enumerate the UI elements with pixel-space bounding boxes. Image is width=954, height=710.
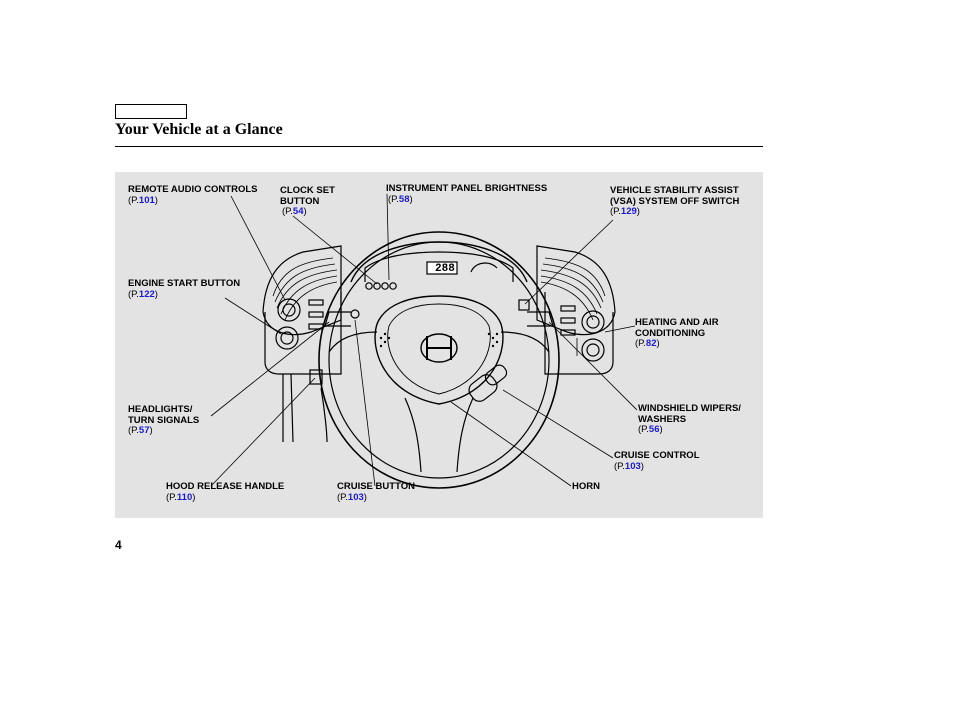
callout-hood-release: HOOD RELEASE HANDLE (P.110) xyxy=(166,481,285,503)
callout-cruise-button: CRUISE BUTTON (P.103) xyxy=(337,481,415,503)
steering-wheel-hub xyxy=(374,295,504,405)
page-title: Your Vehicle at a Glance xyxy=(115,121,283,138)
page-ref: (P.122) xyxy=(128,288,158,300)
page-ref-link[interactable]: 58 xyxy=(398,193,410,205)
page-ref-link[interactable]: 110 xyxy=(176,491,193,503)
callout-label: CRUISE BUTTON xyxy=(337,481,415,492)
page-ref-link[interactable]: 54 xyxy=(292,206,304,217)
callout-engine-start: ENGINE START BUTTON (P.122) xyxy=(128,278,241,300)
callout-label: CONDITIONING xyxy=(635,327,706,339)
callout-clock-set: CLOCK SET BUTTON (P.54) xyxy=(280,185,335,218)
page-ref-link[interactable]: 57 xyxy=(138,425,150,436)
page-ref: (P.110) xyxy=(166,491,196,503)
engine-start-button[interactable] xyxy=(275,326,299,350)
callout-label: HEATING AND AIR xyxy=(635,317,719,328)
callout-label: WINDSHIELD WIPERS/ xyxy=(638,403,741,414)
callout-vsa: VEHICLE STABILITY ASSIST (VSA) SYSTEM OF… xyxy=(610,185,740,218)
callout-label: CRUISE CONTROL xyxy=(614,450,700,461)
callout-label: REMOTE AUDIO CONTROLS xyxy=(128,184,258,195)
callout-wipers: WINDSHIELD WIPERS/ WASHERS (P.56) xyxy=(638,403,741,436)
clock-set-knob[interactable] xyxy=(389,282,397,290)
callout-heating: HEATING AND AIR CONDITIONING (P.82) xyxy=(635,317,719,350)
steering-wheel-rim xyxy=(318,231,560,489)
h-logo-icon xyxy=(426,336,452,360)
hood-release-handle[interactable] xyxy=(309,369,323,385)
left-side-vent xyxy=(262,245,342,336)
heating-knob-lower[interactable] xyxy=(581,338,605,362)
callout-label: INSTRUMENT PANEL BRIGHTNESS xyxy=(386,183,548,194)
callout-label: VEHICLE STABILITY ASSIST xyxy=(610,185,739,196)
digital-display-box xyxy=(426,261,458,275)
callout-headlights: HEADLIGHTS/ TURN SIGNALS (P.57) xyxy=(128,404,200,437)
vsa-off-switch[interactable] xyxy=(518,299,530,311)
page-ref: (P.57) xyxy=(128,425,153,436)
callout-horn: HORN xyxy=(572,481,600,493)
page-ref-link[interactable]: 103 xyxy=(624,460,641,472)
callout-label: HOOD RELEASE HANDLE xyxy=(166,481,285,492)
callout-cruise-control: CRUISE CONTROL (P.103) xyxy=(614,450,700,472)
page-ref: (P.103) xyxy=(337,491,367,503)
page-ref: (P.54) xyxy=(282,206,307,217)
callout-panel-brightness: INSTRUMENT PANEL BRIGHTNESS (P.58) xyxy=(386,183,548,205)
callout-label: (VSA) SYSTEM OFF SWITCH xyxy=(610,195,740,207)
page-ref: (P.58) xyxy=(388,193,413,205)
page-ref-link[interactable]: 103 xyxy=(347,491,364,503)
callout-label: ENGINE START BUTTON xyxy=(128,278,241,289)
page-number: 4 xyxy=(115,538,122,552)
page-ref-link[interactable]: 82 xyxy=(645,338,657,349)
wiper-stalk[interactable] xyxy=(527,311,554,327)
turn-signal-stalk[interactable] xyxy=(324,311,351,327)
page-ref-link[interactable]: 101 xyxy=(138,194,155,206)
right-side-vent xyxy=(536,245,616,336)
section-tab-box xyxy=(115,104,187,119)
remote-audio-knob[interactable] xyxy=(277,298,301,322)
heating-knob-upper[interactable] xyxy=(581,310,605,334)
callout-remote-audio: REMOTE AUDIO CONTROLS (P.101) xyxy=(128,184,258,206)
page-ref: (P.103) xyxy=(614,460,644,472)
dashboard-illustration: 288 xyxy=(210,193,638,489)
callout-label: WASHERS xyxy=(638,413,687,425)
callout-label: CLOCK SET xyxy=(280,185,335,196)
title-rule xyxy=(115,146,763,147)
page-ref: (P.82) xyxy=(635,338,660,349)
dashboard-figure: 288 REMOTE AUDIO CONTROLS (P.101) xyxy=(115,172,763,518)
callout-label: TURN SIGNALS xyxy=(128,414,200,426)
digital-display-readout: 288 xyxy=(435,263,455,275)
cruise-control-pad[interactable] xyxy=(466,372,500,405)
brightness-knob[interactable] xyxy=(365,282,373,290)
callout-label: HORN xyxy=(572,481,600,492)
page-ref: (P.56) xyxy=(638,424,663,435)
page-ref-link[interactable]: 56 xyxy=(648,424,660,435)
page-ref-link[interactable]: 122 xyxy=(138,288,155,300)
callout-label: HEADLIGHTS/ xyxy=(128,404,193,415)
page-ref: (P.129) xyxy=(610,206,640,217)
page-ref: (P.101) xyxy=(128,194,158,206)
page-ref-link[interactable]: 129 xyxy=(620,206,637,217)
callout-label: BUTTON xyxy=(280,195,320,207)
cruise-button[interactable] xyxy=(350,309,360,319)
